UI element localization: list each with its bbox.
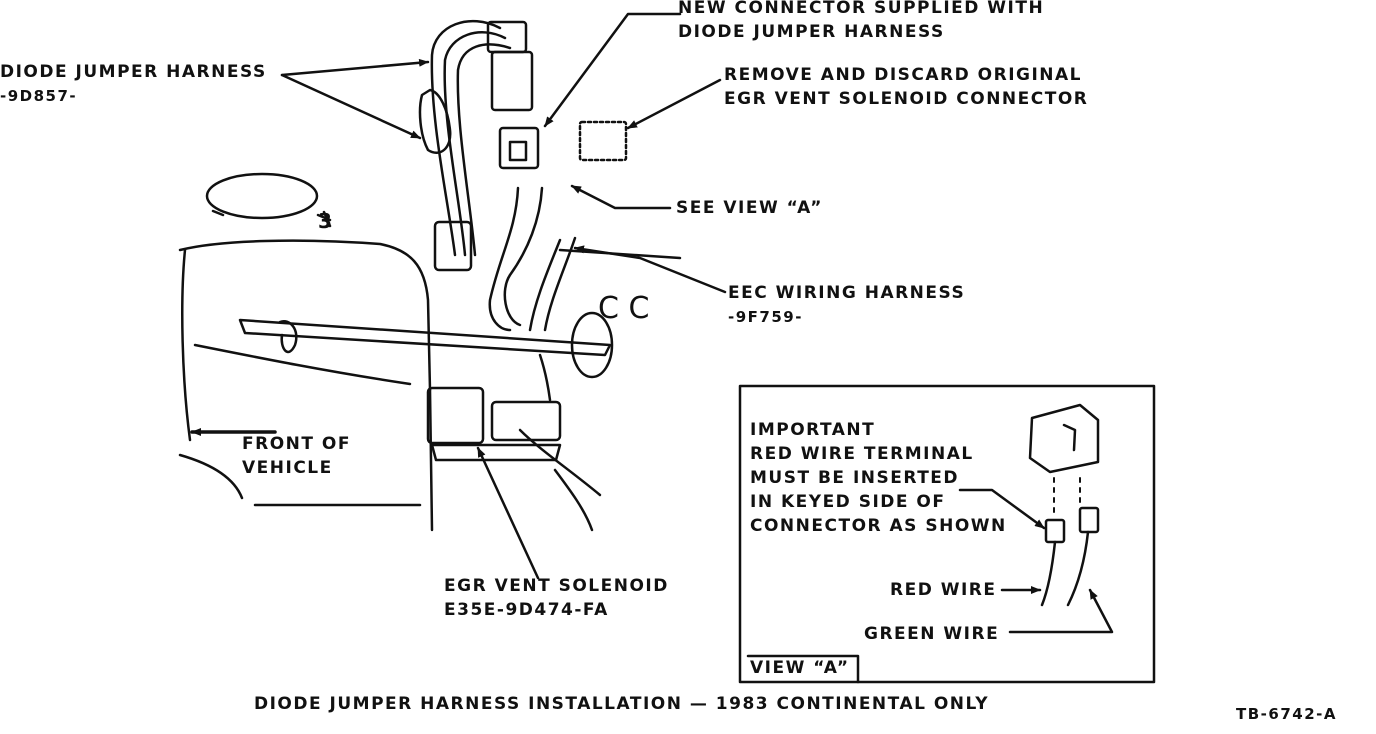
original-connector bbox=[578, 120, 628, 162]
red-wire-label: RED WIRE bbox=[890, 580, 997, 600]
green-wire-label: GREEN WIRE bbox=[864, 624, 1000, 644]
figure-id: TB-6742-A bbox=[1236, 705, 1337, 723]
front-of-vehicle-label: FRONT OF VEHICLE bbox=[242, 432, 351, 480]
remove-connector-line-1: REMOVE AND DISCARD ORIGINAL bbox=[724, 65, 1083, 85]
view-a-title-box bbox=[746, 654, 860, 684]
egr-solenoid-cap bbox=[490, 400, 562, 442]
egr-solenoid-line-1: EGR VENT SOLENOID bbox=[444, 576, 669, 596]
leader-eec bbox=[573, 245, 727, 294]
figure-caption: DIODE JUMPER HARNESS INSTALLATION — 1983… bbox=[254, 694, 990, 714]
leader-see-view bbox=[570, 184, 672, 210]
new-connector-label: NEW CONNECTOR SUPPLIED WITH DIODE JUMPER… bbox=[678, 0, 1044, 44]
new-connector-line-2: DIODE JUMPER HARNESS bbox=[678, 22, 945, 42]
egr-solenoid-base bbox=[430, 443, 562, 462]
view-a-title: VIEW “A” bbox=[750, 658, 850, 678]
leader-remove bbox=[626, 78, 722, 130]
harness-wire-2 bbox=[443, 31, 507, 257]
egr-solenoid-label: EGR VENT SOLENOID E35E-9D474-FA bbox=[444, 574, 669, 622]
new-connector-slot bbox=[508, 140, 528, 162]
eec-wire-2 bbox=[503, 186, 544, 327]
new-connector bbox=[498, 126, 540, 170]
diode-harness-line-1: DIODE JUMPER HARNESS bbox=[0, 62, 267, 82]
red-terminal bbox=[1044, 518, 1066, 544]
rod-clamp bbox=[278, 319, 298, 354]
eec-wire-1 bbox=[488, 186, 520, 332]
mark-three: 3 bbox=[318, 209, 332, 233]
leader-diode-1 bbox=[280, 58, 430, 77]
harness-wire-3 bbox=[456, 43, 512, 257]
view-a-connector-key bbox=[1062, 423, 1077, 452]
center-vertical bbox=[428, 388, 434, 532]
green-wire-line bbox=[1066, 530, 1090, 607]
diode-harness-label: DIODE JUMPER HARNESS -9D857- bbox=[0, 60, 267, 108]
view-a-box bbox=[738, 384, 1156, 684]
egr-solenoid-wires bbox=[538, 353, 552, 402]
egr-solenoid-body bbox=[426, 386, 485, 445]
front-of-vehicle-line-1: FRONT OF bbox=[242, 434, 351, 454]
view-a-important: IMPORTANT RED WIRE TERMINAL MUST BE INSE… bbox=[750, 418, 1007, 538]
leader-green-wire bbox=[1008, 588, 1114, 634]
remove-connector-line-2: EGR VENT SOLENOID CONNECTOR bbox=[724, 89, 1089, 109]
mark-cc: C C bbox=[598, 291, 649, 326]
engine-rod bbox=[238, 318, 612, 357]
harness-wire-1 bbox=[430, 19, 502, 257]
body-lower bbox=[178, 453, 244, 500]
eec-harness-part: -9F759- bbox=[728, 308, 803, 326]
front-of-vehicle-line-2: VEHICLE bbox=[242, 458, 333, 478]
strut-bolt-1 bbox=[211, 209, 225, 217]
strut-bolt-2 bbox=[316, 210, 332, 228]
important-line-4: IN KEYED SIDE OF bbox=[750, 492, 946, 512]
eec-harness-label: EEC WIRING HARNESS -9F759- bbox=[728, 281, 965, 329]
see-view-label: SEE VIEW “A” bbox=[676, 198, 823, 218]
fender-left-edge bbox=[181, 248, 192, 442]
important-line-5: CONNECTOR AS SHOWN bbox=[750, 516, 1007, 536]
harness-connector-low bbox=[433, 220, 473, 272]
important-line-2: RED WIRE TERMINAL bbox=[750, 444, 974, 464]
green-terminal bbox=[1078, 506, 1100, 534]
leader-important bbox=[958, 488, 1046, 530]
important-line-1: IMPORTANT bbox=[750, 420, 876, 440]
egr-solenoid-part: E35E-9D474-FA bbox=[444, 600, 609, 620]
leader-egr bbox=[476, 446, 540, 580]
diode-harness-part: -9D857- bbox=[0, 87, 78, 105]
remove-connector-label: REMOVE AND DISCARD ORIGINAL EGR VENT SOL… bbox=[724, 63, 1088, 111]
harness-connector-body bbox=[490, 50, 534, 112]
fender-outline bbox=[178, 239, 432, 392]
center-right-2 bbox=[553, 468, 594, 532]
red-wire-line bbox=[1040, 540, 1057, 607]
harness-diode bbox=[418, 88, 452, 155]
new-connector-line-1: NEW CONNECTOR SUPPLIED WITH bbox=[678, 0, 1045, 18]
leader-diode-2 bbox=[280, 73, 422, 140]
rod-grommet bbox=[570, 311, 614, 379]
hood-line bbox=[193, 343, 412, 386]
eec-harness-line-1: EEC WIRING HARNESS bbox=[728, 283, 966, 303]
eec-harness-sleeve bbox=[528, 236, 577, 332]
important-line-3: MUST BE INSERTED bbox=[750, 468, 960, 488]
view-a-connector bbox=[1028, 403, 1100, 474]
leader-new-connector bbox=[543, 12, 682, 128]
strut-tower bbox=[205, 172, 319, 220]
